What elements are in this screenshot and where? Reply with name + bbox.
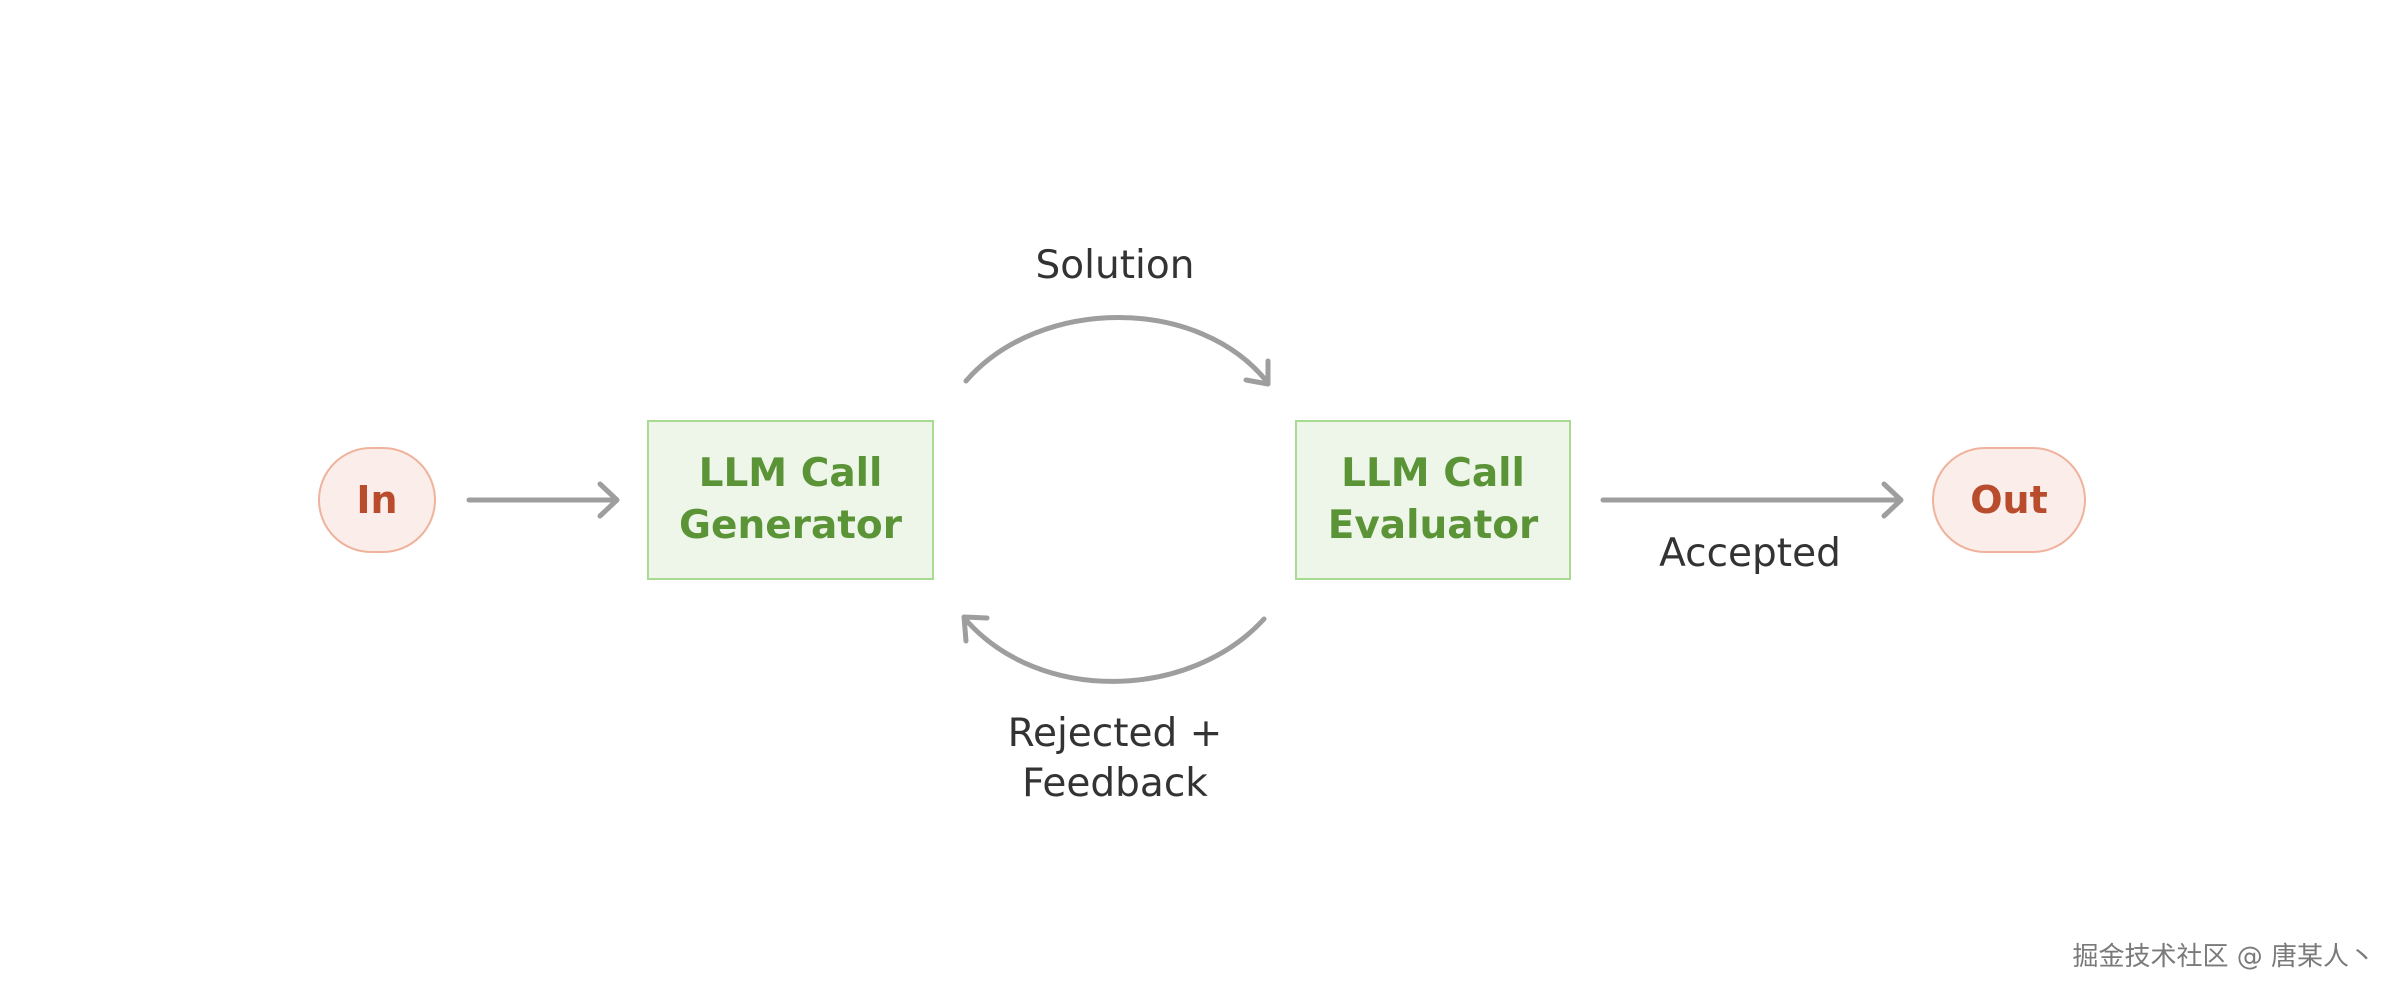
- edge-rejected-arc: [963, 616, 1267, 684]
- output-node-label: Out: [1970, 478, 2048, 522]
- input-node: In: [318, 447, 436, 553]
- edge-label-rejected-line1: Rejected +: [1007, 711, 1223, 756]
- edge-label-accepted: Accepted: [1659, 531, 1841, 576]
- watermark-text: 掘金技术社区 @ 唐某人丶: [2072, 942, 2375, 972]
- evaluator-node-line1: LLM Call: [1341, 451, 1525, 496]
- evaluator-node-line2: Evaluator: [1327, 503, 1539, 548]
- edge-in-to-generator-arrowhead: [597, 481, 620, 519]
- edge-rejected-arrowhead: [961, 614, 990, 644]
- output-node: Out: [1932, 447, 2086, 553]
- edge-label-rejected-feedback: Rejected + Feedback: [955, 709, 1275, 809]
- generator-node: LLM Call Generator: [647, 420, 934, 580]
- evaluator-node: LLM Call Evaluator: [1295, 420, 1571, 580]
- edge-label-solution: Solution: [1035, 243, 1195, 288]
- edge-accepted-arrowhead: [1881, 481, 1904, 519]
- edge-solution-arrowhead: [1243, 358, 1271, 387]
- generator-node-line2: Generator: [679, 503, 902, 548]
- edge-label-rejected-line2: Feedback: [1022, 761, 1208, 806]
- generator-node-line1: LLM Call: [698, 451, 883, 496]
- input-node-label: In: [356, 478, 398, 522]
- edge-solution-arc: [963, 315, 1271, 386]
